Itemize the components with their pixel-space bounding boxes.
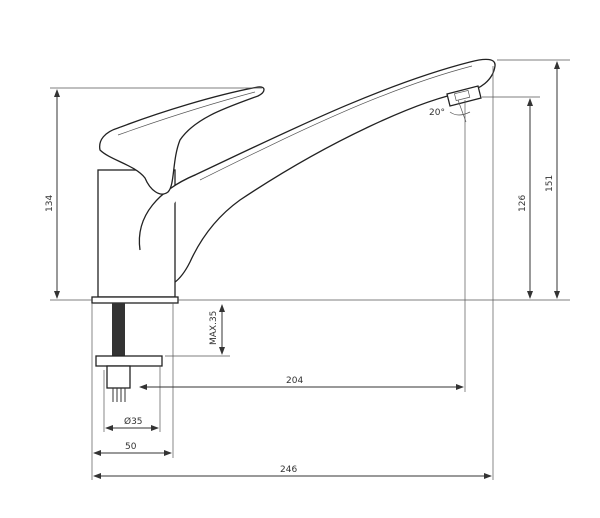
dim-246: 246 [280, 465, 297, 475]
mounting-kit [95, 303, 163, 402]
base-plate [91, 296, 179, 304]
faucet-outline [91, 58, 496, 304]
nut [106, 365, 131, 389]
dim-max35: MAX.35 [209, 311, 219, 345]
rod-threads [112, 388, 126, 402]
spout-joint [138, 174, 196, 251]
extension-lines [50, 59, 570, 480]
washer [95, 355, 163, 367]
dim-151: 151 [545, 175, 555, 192]
lever-handle [99, 86, 265, 195]
aerator-insert [454, 89, 471, 101]
spout [138, 58, 496, 287]
dim-d35: Ø35 [124, 416, 143, 427]
aerator [446, 85, 482, 107]
dim-50: 50 [125, 442, 137, 452]
dim-126: 126 [518, 195, 528, 212]
dimension-lines [54, 61, 560, 479]
dim-134: 134 [45, 195, 55, 212]
dim-204: 204 [286, 376, 303, 386]
spout-edge [199, 65, 473, 181]
dim-angle: 20° [429, 108, 445, 118]
threaded-rod [112, 303, 125, 357]
lever-edge [117, 91, 256, 136]
